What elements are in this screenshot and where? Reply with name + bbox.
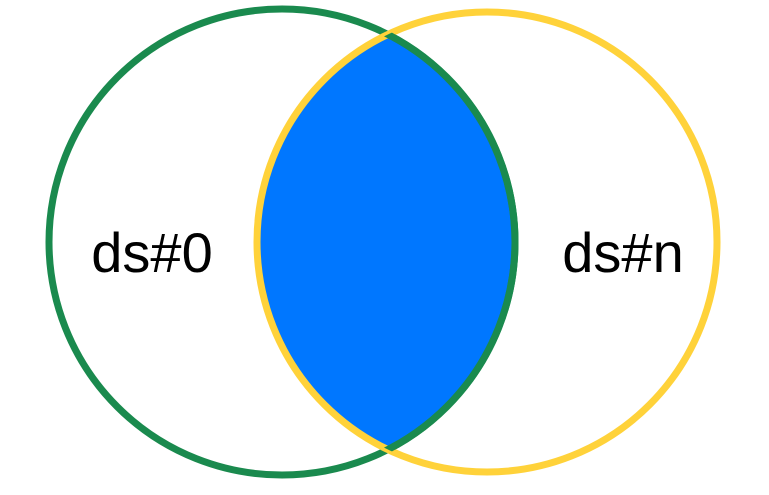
set-ds0-arc [257, 12, 519, 472]
set-dsn-circle [253, 8, 721, 476]
set-dsn-label: ds#n [562, 221, 683, 284]
intersection-region [257, 12, 515, 472]
set-ds0-label: ds#0 [91, 221, 212, 284]
